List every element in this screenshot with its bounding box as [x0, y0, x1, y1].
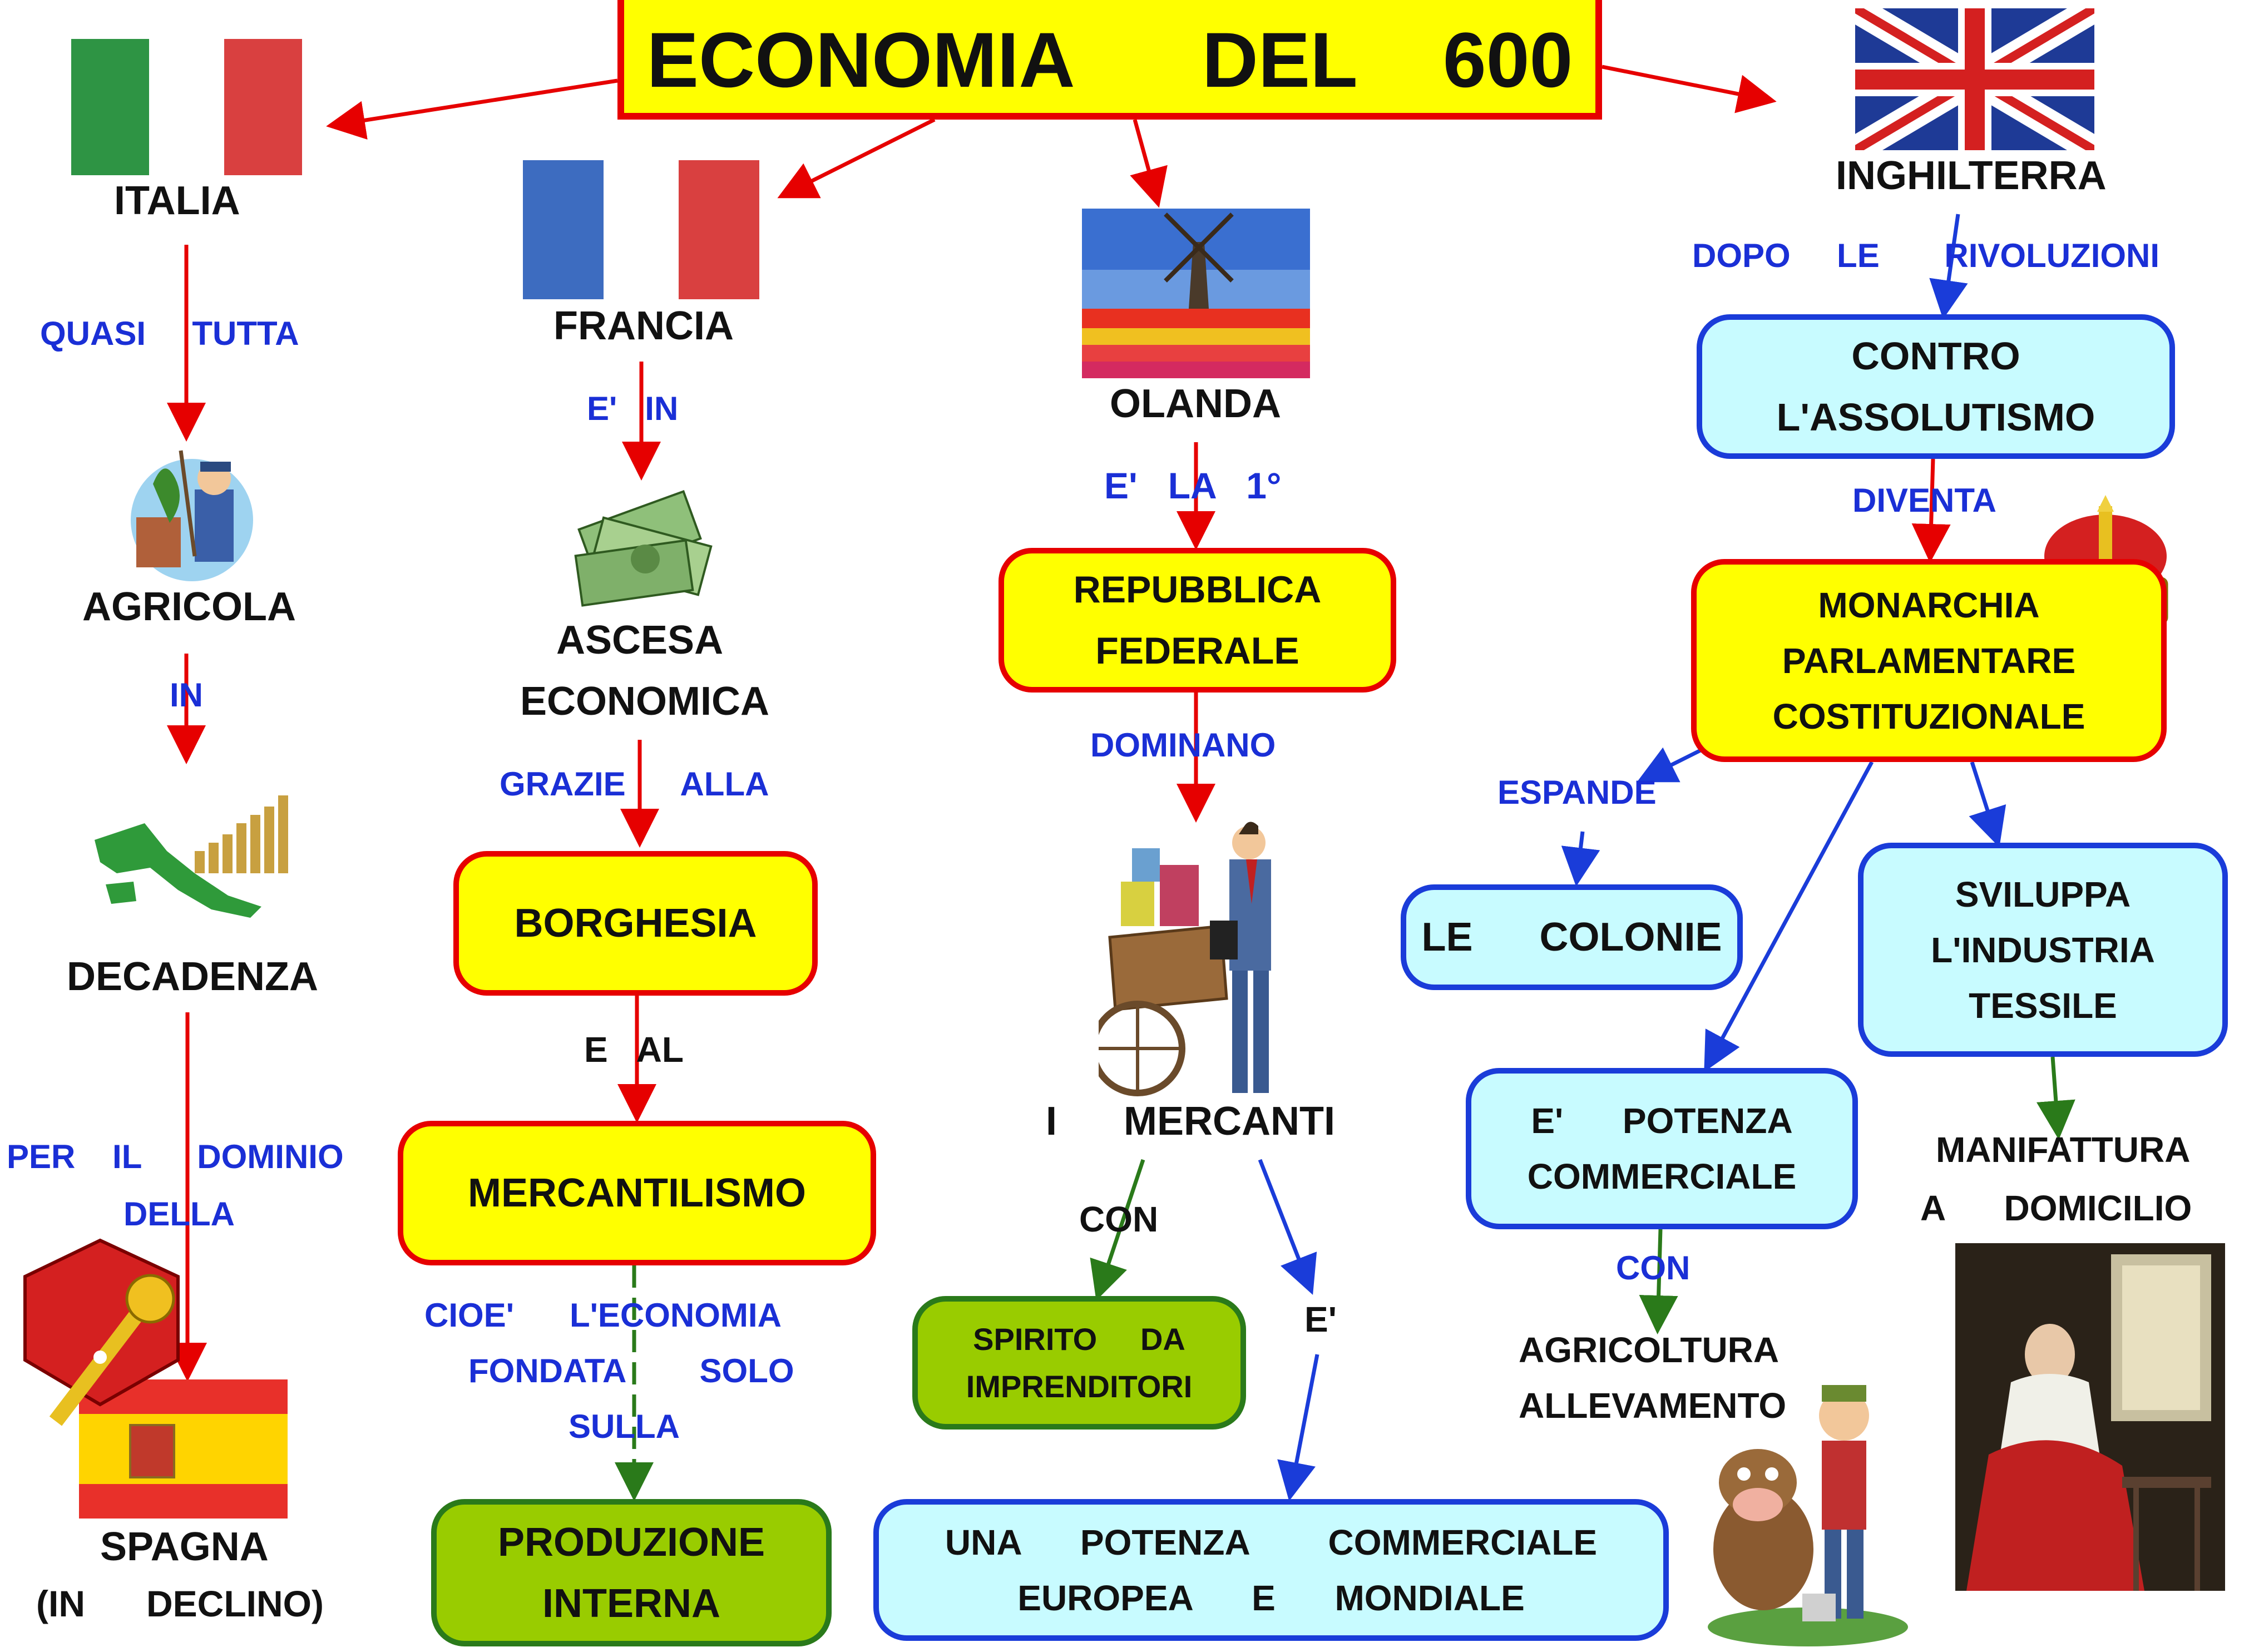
- potcomm-label: E' POTENZA: [1531, 1101, 1793, 1141]
- industria-label: L'INDUSTRIA: [1931, 929, 2155, 970]
- colonie-label: LE COLONIE: [1421, 915, 1722, 959]
- arrow-potcomm-agricoltura: [1639, 1229, 1678, 1334]
- repubblica-label: REPUBBLICA: [1073, 568, 1322, 611]
- arrow-e-potenza: [1277, 1354, 1319, 1501]
- link-e: E': [1304, 1299, 1337, 1339]
- arrow-espande-colonie: [1561, 831, 1600, 887]
- agricoltura-label: AGRICOLTURA: [1519, 1330, 1780, 1370]
- windmill-tulips-image: [1082, 209, 1310, 378]
- imprenditori-label: IMPRENDITORI: [966, 1369, 1193, 1404]
- link-dominano: DOMINANO: [1090, 726, 1276, 764]
- france-flag-icon: [523, 160, 759, 299]
- agricola-label: AGRICOLA: [82, 585, 296, 629]
- repubblica-box: REPUBBLICA FEDERALE: [999, 548, 1396, 693]
- contro-assolutismo-box: CONTRO L'ASSOLUTISMO: [1697, 314, 2175, 459]
- mercantilismo-box: MERCANTILISMO: [398, 1121, 876, 1265]
- link-grazie-alla: GRAZIE ALLA: [500, 765, 769, 803]
- money-icon: [562, 476, 729, 615]
- cow-farmer-icon: [1702, 1382, 1914, 1649]
- link-con-agricoltura: CON: [1616, 1249, 1691, 1287]
- mercantilismo-label: MERCANTILISMO: [468, 1171, 806, 1215]
- italy-flag-icon: [71, 39, 302, 175]
- inghilterra-label: INGHILTERRA: [1836, 154, 2107, 198]
- spagna-label: SPAGNA: [100, 1525, 269, 1569]
- spain-flag-icon: [79, 1379, 288, 1519]
- link-e-in: E' IN: [587, 390, 679, 427]
- link-sulla: SULLA: [569, 1408, 680, 1445]
- francia-label: FRANCIA: [553, 304, 734, 348]
- arrow-sviluppa-manifattura: [2036, 1056, 2075, 1140]
- link-cioe-economia: CIOE' L'ECONOMIA: [424, 1297, 782, 1334]
- olanda-label: OLANDA: [1110, 382, 1281, 426]
- spirito-box: SPIRITO DA IMPRENDITORI: [912, 1296, 1246, 1430]
- tessile-label: TESSILE: [1969, 985, 2117, 1026]
- italia-label: ITALIA: [114, 179, 240, 223]
- produzione-box: PRODUZIONE INTERNA: [431, 1499, 832, 1646]
- link-espande: ESPANDE: [1497, 774, 1657, 811]
- manifattura-label: MANIFATTURA: [1936, 1130, 2191, 1170]
- mercanti-label: I MERCANTI: [1046, 1099, 1335, 1144]
- arrow-inghilterra-contro: [1929, 214, 1968, 319]
- assolutismo-label: L'ASSOLUTISMO: [1776, 395, 2095, 439]
- allevamento-label: ALLEVAMENTO: [1519, 1386, 1787, 1426]
- arrow-contro-monarchia: [1911, 458, 1951, 563]
- commerciale-label: COMMERCIALE: [1527, 1156, 1797, 1196]
- title-box: ECONOMIA DEL 600: [617, 0, 1602, 120]
- farmer-icon: [120, 445, 264, 584]
- arrow-mercanti-potenza: [1258, 1159, 1317, 1295]
- parlamentare-label: PARLAMENTARE: [1782, 640, 2076, 681]
- arrow-title-italia: [326, 78, 618, 140]
- borghesia-box: BORGHESIA: [453, 851, 818, 996]
- sviluppa-box: SVILUPPA L'INDUSTRIA TESSILE: [1858, 843, 2228, 1057]
- italy-map-growth-icon: [83, 790, 306, 923]
- merchant-cart-icon: [1090, 815, 1299, 1104]
- arrow-title-olanda: [1130, 119, 1168, 208]
- seamstress-painting-image: [1955, 1243, 2225, 1591]
- contro-label: CONTRO: [1851, 334, 2020, 378]
- colonie-box: LE COLONIE: [1401, 884, 1743, 990]
- link-diventa: DIVENTA: [1852, 482, 1996, 519]
- mondiale-label: EUROPEA E MONDIALE: [1017, 1577, 1525, 1618]
- arrow-title-inghilterra: [1602, 65, 1777, 113]
- arrow-title-francia: [777, 117, 936, 199]
- link-e-la-1: E' LA 1°: [1104, 465, 1282, 506]
- potenza-commerciale-box: E' POTENZA COMMERCIALE: [1466, 1068, 1858, 1229]
- link-in: IN: [170, 676, 203, 714]
- arrow-monarchia-potcomm: [1704, 761, 1874, 1072]
- costituzionale-label: COSTITUZIONALE: [1772, 696, 2085, 736]
- link-quasi-tutta: QUASI TUTTA: [40, 315, 299, 352]
- federale-label: FEDERALE: [1095, 630, 1299, 672]
- interna-label: INTERNA: [542, 1581, 720, 1626]
- produzione-label: PRODUZIONE: [497, 1520, 765, 1565]
- ascesa-label: ASCESA: [556, 618, 724, 662]
- economica-label: ECONOMICA: [520, 679, 769, 724]
- declino-label: (IN DECLINO): [36, 1583, 324, 1624]
- uk-flag-icon: [1848, 0, 2102, 162]
- decadenza-label: DECADENZA: [67, 954, 319, 999]
- domicilio-label: A DOMICILIO: [1920, 1188, 2192, 1228]
- hammer-icon: [17, 1238, 200, 1427]
- link-per-il-dominio: PER IL DOMINIO: [7, 1138, 344, 1175]
- link-della: DELLA: [123, 1195, 235, 1233]
- potenza-label: UNA POTENZA COMMERCIALE: [945, 1522, 1598, 1562]
- spirito-label: SPIRITO DA: [973, 1322, 1185, 1357]
- borghesia-label: BORGHESIA: [514, 901, 757, 946]
- link-e-al: E AL: [584, 1030, 684, 1070]
- arrow-mercanti-spirito: [1090, 1159, 1145, 1301]
- monarchia-label: MONARCHIA: [1818, 585, 2040, 625]
- potenza-europea-box: UNA POTENZA COMMERCIALE EUROPEA E MONDIA…: [873, 1499, 1669, 1641]
- link-fondata-solo: FONDATA SOLO: [468, 1352, 794, 1389]
- page-title: ECONOMIA DEL 600: [646, 16, 1573, 103]
- link-dopo-le-rivoluzioni: DOPO LE RIVOLUZIONI: [1692, 237, 2160, 274]
- monarchia-box: MONARCHIA PARLAMENTARE COSTITUZIONALE: [1691, 559, 2167, 762]
- sviluppa-label: SVILUPPA: [1955, 874, 2131, 914]
- link-con: CON: [1079, 1199, 1159, 1239]
- arrow-monarchia-sviluppa: [1969, 761, 2006, 848]
